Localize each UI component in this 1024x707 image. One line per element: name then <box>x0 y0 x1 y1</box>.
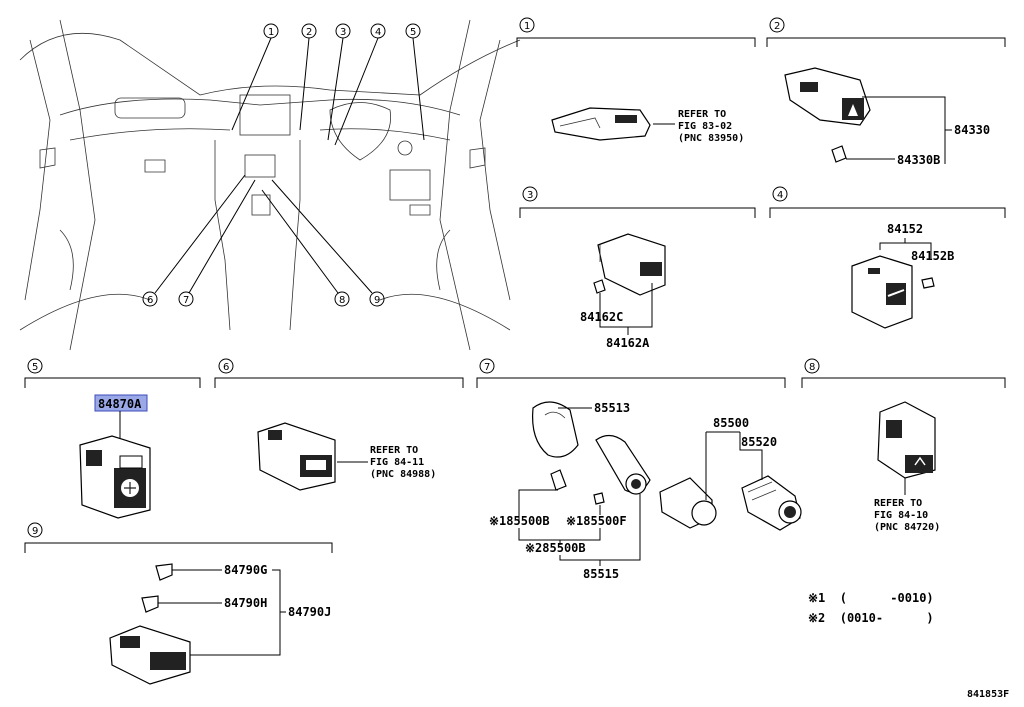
ref-label-line3: (PNC 83950) <box>678 133 744 144</box>
callout-9[interactable]: 9 <box>271 179 385 307</box>
note-2: ※2 (0010- ) <box>808 611 934 625</box>
section-7: 7 85513 ※185500B ※185500F ※285500B 85515 <box>476 358 802 581</box>
section-4: 4 84152 84152B <box>769 186 1006 329</box>
bulb-84790G-illustration <box>155 563 173 581</box>
lighter-socket-85500-illustration <box>659 477 717 529</box>
callout-3[interactable]: 3 <box>327 23 351 141</box>
callout-1[interactable]: 1 <box>231 23 279 131</box>
callout-6[interactable]: 6 <box>142 174 246 307</box>
ref-label-line1: REFER TO <box>678 109 726 120</box>
bulb-3-illustration <box>593 279 606 294</box>
switch-6-illustration <box>257 422 336 491</box>
bracket-85513-illustration <box>531 401 579 458</box>
bulb-4-illustration <box>921 277 935 289</box>
svg-text:8: 8 <box>809 362 815 373</box>
part-85500[interactable]: 85500 <box>713 416 749 430</box>
svg-text:4: 4 <box>777 190 783 201</box>
svg-text:8: 8 <box>339 295 345 306</box>
part-84152[interactable]: 84152 <box>887 222 923 236</box>
ref-label-line2: FIG 84-11 <box>370 457 424 468</box>
part-85513[interactable]: 85513 <box>594 401 630 415</box>
svg-text:7: 7 <box>484 362 490 373</box>
part-84790J[interactable]: 84790J <box>288 605 331 619</box>
figure-id: 841853F <box>967 689 1009 700</box>
part-84152B[interactable]: 84152B <box>911 249 954 263</box>
svg-text:3: 3 <box>340 27 346 38</box>
part-84162A[interactable]: 84162A <box>606 336 650 350</box>
part-84790G[interactable]: 84790G <box>224 563 267 577</box>
bulb-85500B-illustration <box>550 469 567 491</box>
ref-label-line3: (PNC 84720) <box>874 522 940 533</box>
section-1: 1 REFER TO FIG 83-02 (PNC 83950) <box>516 17 756 144</box>
part-85500B-2[interactable]: ※285500B <box>525 541 586 555</box>
dashboard-overview-illustration <box>19 19 521 351</box>
svg-text:9: 9 <box>32 526 38 537</box>
part-85520[interactable]: 85520 <box>741 435 777 449</box>
svg-text:7: 7 <box>183 295 189 306</box>
part-84870A[interactable]: 84870A <box>98 397 142 411</box>
switch-9-illustration <box>109 625 191 685</box>
hazard-switch-illustration <box>784 67 871 126</box>
ref-label-line2: FIG 84-10 <box>874 510 928 521</box>
ref-label-line1: REFER TO <box>370 445 418 456</box>
part-85500B-1[interactable]: ※185500B <box>489 514 550 528</box>
bulb-85500F-illustration <box>593 492 605 505</box>
svg-text:2: 2 <box>306 27 312 38</box>
note-1: ※1 ( -0010) <box>808 591 934 605</box>
section-8: 8 REFER TO FIG 84-10 (PNC 84720) <box>801 358 1006 533</box>
svg-text:2: 2 <box>774 21 780 32</box>
bulb-illustration <box>831 145 847 163</box>
svg-text:9: 9 <box>374 295 380 306</box>
switch-3-illustration <box>597 233 666 296</box>
ref-label-line2: FIG 83-02 <box>678 121 732 132</box>
switch-4-illustration <box>851 255 913 329</box>
section-5: 5 84870A <box>24 358 201 519</box>
ref-label-line1: REFER TO <box>874 498 922 509</box>
mirror-switch-illustration <box>79 435 151 519</box>
svg-text:5: 5 <box>410 27 416 38</box>
section-3: 3 84162C 84162A <box>519 186 756 350</box>
section-2: 2 84330 84330B <box>766 17 1006 167</box>
callout-7[interactable]: 7 <box>178 179 256 307</box>
svg-text:5: 5 <box>32 362 38 373</box>
lighter-85520-illustration <box>741 475 802 531</box>
part-84330B[interactable]: 84330B <box>897 153 940 167</box>
part-84162C[interactable]: 84162C <box>580 310 623 324</box>
callout-4[interactable]: 4 <box>334 23 386 146</box>
section-6: 6 REFER TO FIG 84-11 (PNC 84988) <box>214 358 464 491</box>
switch-part-illustration <box>551 107 651 141</box>
svg-text:4: 4 <box>375 27 381 38</box>
callout-8[interactable]: 8 <box>261 189 350 307</box>
svg-text:6: 6 <box>147 295 153 306</box>
bulb-84790H-illustration <box>141 595 159 613</box>
highlighted-part-box <box>94 394 148 412</box>
ref-label-line3: (PNC 84988) <box>370 469 436 480</box>
callout-2[interactable]: 2 <box>299 23 317 131</box>
overview-callouts: 1 2 3 4 5 6 7 <box>142 23 425 307</box>
part-84790H[interactable]: 84790H <box>224 596 267 610</box>
svg-text:3: 3 <box>527 190 533 201</box>
part-85515[interactable]: 85515 <box>583 567 619 581</box>
switch-8-illustration <box>877 401 936 479</box>
svg-text:6: 6 <box>223 362 229 373</box>
section-9: 9 84790G 84790H 84790J <box>24 522 333 685</box>
svg-text:1: 1 <box>268 27 274 38</box>
svg-text:1: 1 <box>524 21 530 32</box>
part-84330[interactable]: 84330 <box>954 123 990 137</box>
callout-5[interactable]: 5 <box>405 23 425 141</box>
socket-85515-illustration <box>595 434 651 495</box>
part-85500F[interactable]: ※185500F <box>566 514 627 528</box>
